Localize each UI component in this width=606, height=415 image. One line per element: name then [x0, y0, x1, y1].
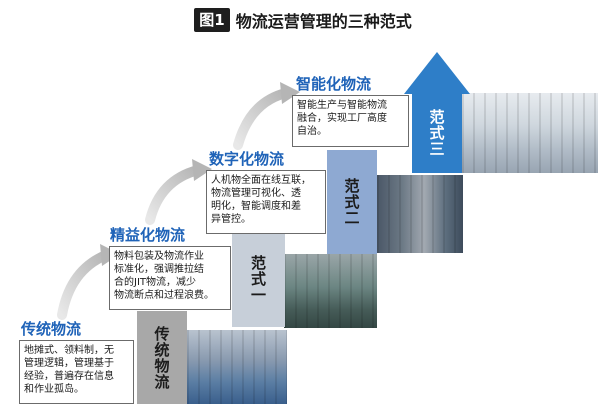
- description-line: 明化，智能调度和差: [211, 201, 301, 212]
- pillar-paradigm-one-label: 范式一: [249, 254, 267, 303]
- digital-logistics-photo: [377, 175, 463, 253]
- stage-heading-digital: 数字化物流: [209, 150, 285, 168]
- stage-heading-traditional: 传统物流: [21, 320, 82, 338]
- description-line: 物流管理可视化、透: [211, 188, 301, 199]
- description-line: 人机物全面在线互联，: [211, 175, 311, 186]
- stage-description-lean: 物料包装及物流作业 标准化，强调推拉结 合的JIT物流，减少 物流断点和过程浪费…: [109, 246, 231, 310]
- figure-number-badge: 图1: [194, 8, 230, 32]
- figure-title-text: 物流运营管理的三种范式: [235, 12, 412, 31]
- description-line: 合的JIT物流，减少: [114, 277, 197, 288]
- description-line: 智能生产与智能物流: [297, 100, 387, 111]
- figure-title: 图1 物流运营管理的三种范式: [0, 8, 606, 32]
- stage-description-digital: 人机物全面在线互联， 物流管理可视化、透 明化，智能调度和差 异管控。: [206, 170, 326, 234]
- pillar-paradigm-two: 范式二: [327, 150, 377, 254]
- description-line: 地摊式、领料制，无: [24, 345, 114, 356]
- lean-logistics-photo: [284, 254, 377, 328]
- pillar-paradigm-one: 范式一: [232, 230, 285, 327]
- description-line: 经验，普遍存在信息: [24, 371, 114, 382]
- pillar-paradigm-three: 范式三: [412, 93, 462, 173]
- top-up-arrow: [404, 52, 470, 94]
- description-line: 标准化，强调推拉结: [114, 264, 204, 275]
- description-line: 物料包装及物流作业: [114, 251, 204, 262]
- description-line: 自治。: [297, 126, 327, 137]
- pillar-paradigm-two-label: 范式二: [342, 178, 361, 226]
- description-line: 管理逻辑，管理基于: [24, 358, 114, 369]
- description-line: 和作业孤岛。: [24, 384, 84, 395]
- stage-description-traditional: 地摊式、领料制，无 管理逻辑，管理基于 经验，普遍存在信息 和作业孤岛。: [19, 340, 134, 404]
- intelligent-logistics-photo: [462, 93, 598, 173]
- traditional-logistics-photo: [187, 330, 287, 404]
- stage-heading-lean: 精益化物流: [110, 226, 186, 244]
- description-line: 物流断点和过程浪费。: [114, 290, 214, 301]
- description-line: 融合，实现工厂高度: [297, 113, 387, 124]
- pillar-traditional: 传统物流: [137, 311, 187, 404]
- pillar-traditional-label: 传统物流: [152, 325, 171, 390]
- stage-heading-intelligent: 智能化物流: [296, 75, 372, 93]
- pillar-paradigm-three-label: 范式三: [427, 109, 446, 157]
- stage-description-intelligent: 智能生产与智能物流 融合，实现工厂高度 自治。: [292, 95, 409, 147]
- description-line: 异管控。: [211, 214, 251, 225]
